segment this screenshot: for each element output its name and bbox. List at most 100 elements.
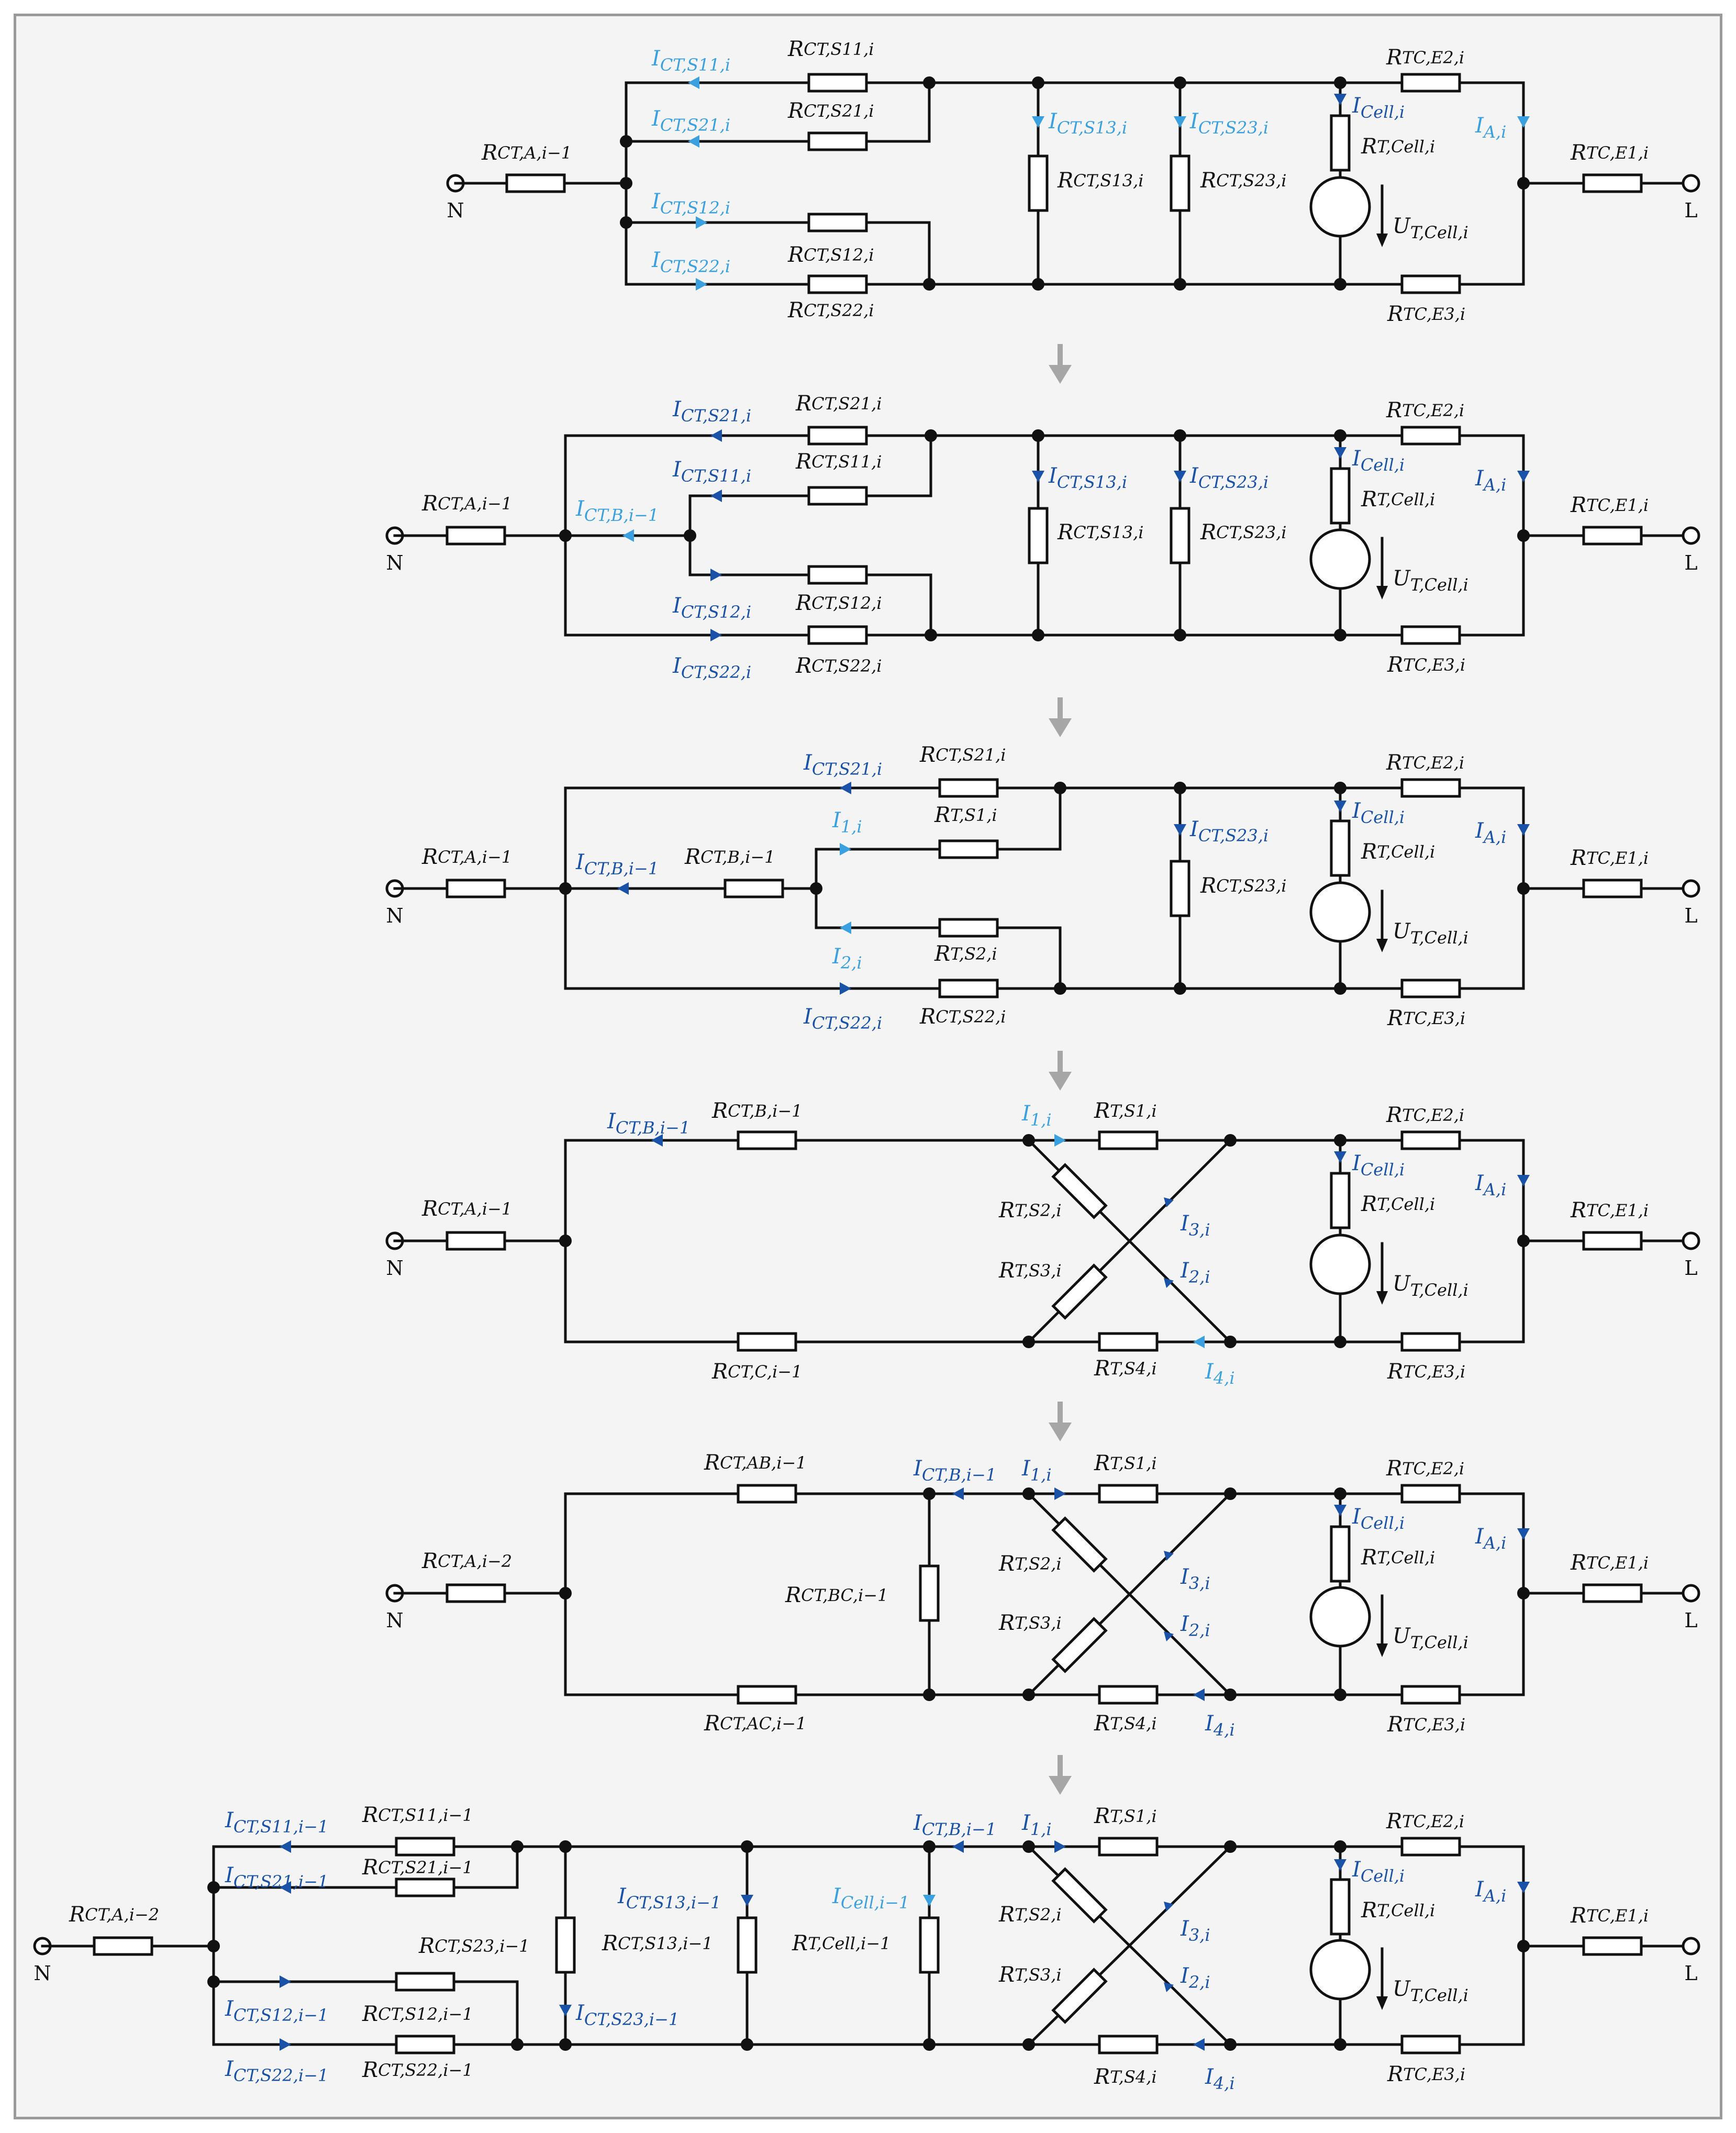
label-symbol: R: [795, 392, 811, 416]
component-label: RTC,E1,i: [1570, 1198, 1649, 1223]
component-label: RTC,E3,i: [1387, 1360, 1465, 1384]
component-label: RTC,E2,i: [1386, 1103, 1464, 1127]
label-subscript: T,S2,i: [950, 944, 997, 964]
wire: [815, 926, 1062, 990]
label-symbol: R: [1386, 1809, 1402, 1834]
component-label: RCT,AB,i−1: [704, 1451, 807, 1475]
label-symbol: R: [711, 1099, 728, 1123]
component-label: RT,Cell,i: [1361, 135, 1435, 159]
junction-dot: [1334, 629, 1346, 641]
current-arrow: [688, 76, 699, 89]
component-label: ICT,B,i−1: [607, 1109, 690, 1138]
resistor: [1028, 507, 1049, 564]
label-symbol: R: [421, 1549, 438, 1573]
label-subscript: TC,E2,i: [1402, 401, 1464, 420]
label-symbol: R: [1386, 46, 1402, 70]
label-subscript: T,Cell,i: [1377, 1548, 1435, 1568]
current-arrow: [1334, 1151, 1346, 1163]
component-label: ICT,S12,i: [651, 190, 730, 218]
component-label: UT,Cell,i: [1393, 1977, 1468, 2005]
junction-dot: [925, 629, 937, 641]
component-label: RCT,A,i−2: [69, 1903, 159, 1927]
label-subscript: TC,E2,i: [1402, 48, 1464, 68]
label-symbol: R: [1570, 141, 1586, 165]
label-symbol: I: [1048, 109, 1058, 134]
resistor: [938, 839, 999, 859]
label-subscript: 4,i: [1213, 1368, 1235, 1388]
l-terminal: [1682, 174, 1700, 193]
current-arrow: [1517, 1528, 1530, 1540]
resistor: [1170, 507, 1190, 564]
label-subscript: 3,i: [1189, 1573, 1210, 1593]
resistor: [395, 1972, 455, 1992]
label-subscript: CT,B,i−1: [728, 1101, 802, 1121]
current-arrow: [280, 1881, 291, 1894]
label-subscript: T,Cell,i: [1377, 1194, 1435, 1214]
label-subscript: 1,i: [841, 817, 862, 837]
label-subscript: CT,S22,i: [812, 1013, 882, 1033]
label-symbol: R: [1057, 520, 1073, 545]
label-symbol: U: [1393, 566, 1411, 591]
resistor: [1400, 1837, 1461, 1857]
label-subscript: CT,S21,i: [811, 394, 882, 414]
component-label: RT,S3,i: [998, 1963, 1062, 1987]
label-subscript: CT,S21,i: [936, 745, 1006, 765]
component-label: RCT,S13,i: [1057, 520, 1143, 545]
label-subscript: CT,S23,i: [1198, 118, 1268, 138]
label-symbol: R: [1387, 653, 1403, 677]
label-symbol: I: [1189, 109, 1199, 134]
component-label: RCT,AC,i−1: [704, 1712, 806, 1736]
l-terminal: [1682, 1584, 1700, 1603]
label-symbol: I: [1021, 1102, 1031, 1126]
current-arrow: [840, 982, 851, 995]
n-label: N: [386, 1257, 403, 1280]
junction-dot: [923, 1688, 936, 1701]
current-arrow: [952, 1840, 964, 1853]
current-arrow: [1054, 1487, 1066, 1500]
junction-dot: [1022, 1134, 1035, 1147]
component-label: UT,Cell,i: [1393, 1272, 1468, 1300]
label-subscript: T,S1,i: [950, 805, 997, 825]
label-symbol: I: [651, 107, 661, 131]
component-label: RCT,S11,i: [795, 450, 882, 474]
component-label: RCT,S13,i−1: [602, 1931, 713, 1956]
component-label: IA,i: [1475, 1878, 1506, 1906]
label-subscript: CT,B,i−1: [922, 1465, 996, 1485]
component-label: RTC,E1,i: [1570, 1551, 1649, 1575]
resistor: [807, 213, 868, 232]
label-subscript: CT,S22,i: [804, 301, 874, 320]
label-symbol: R: [1386, 398, 1402, 423]
label-symbol: R: [934, 803, 950, 827]
resistor: [1400, 1685, 1461, 1705]
label-symbol: I: [1205, 1360, 1214, 1384]
resistor: [446, 1583, 506, 1603]
label-symbol: I: [1352, 1505, 1361, 1529]
label-symbol: R: [1200, 520, 1216, 545]
junction-dot: [1022, 1688, 1035, 1701]
component-label: RTC,E2,i: [1386, 46, 1464, 70]
component-label: I3,i: [1180, 1917, 1210, 1945]
component-label: IA,i: [1475, 819, 1506, 847]
component-label: RCT,B,i−1: [711, 1099, 803, 1123]
label-symbol: I: [803, 1005, 813, 1029]
wire: [625, 221, 931, 286]
label-subscript: CT,S13,i−1: [626, 1893, 721, 1913]
junction-dot: [1022, 1336, 1035, 1348]
current-arrow: [651, 1134, 663, 1147]
junction-dot: [1054, 782, 1066, 794]
label-symbol: I: [1205, 2065, 1214, 2089]
current-arrow: [1164, 1278, 1174, 1288]
label-symbol: R: [1094, 1712, 1110, 1736]
label-symbol: I: [1180, 1964, 1189, 1988]
component-label: I1,i: [1021, 1457, 1052, 1485]
label-symbol: I: [617, 1884, 627, 1908]
junction-dot: [559, 1587, 572, 1599]
label-symbol: I: [1180, 1565, 1189, 1589]
resistor: [446, 879, 506, 898]
component-label: ICT,S13,i: [1048, 109, 1127, 138]
step-arrow-head: [1049, 718, 1072, 737]
label-symbol: R: [418, 1934, 435, 1958]
